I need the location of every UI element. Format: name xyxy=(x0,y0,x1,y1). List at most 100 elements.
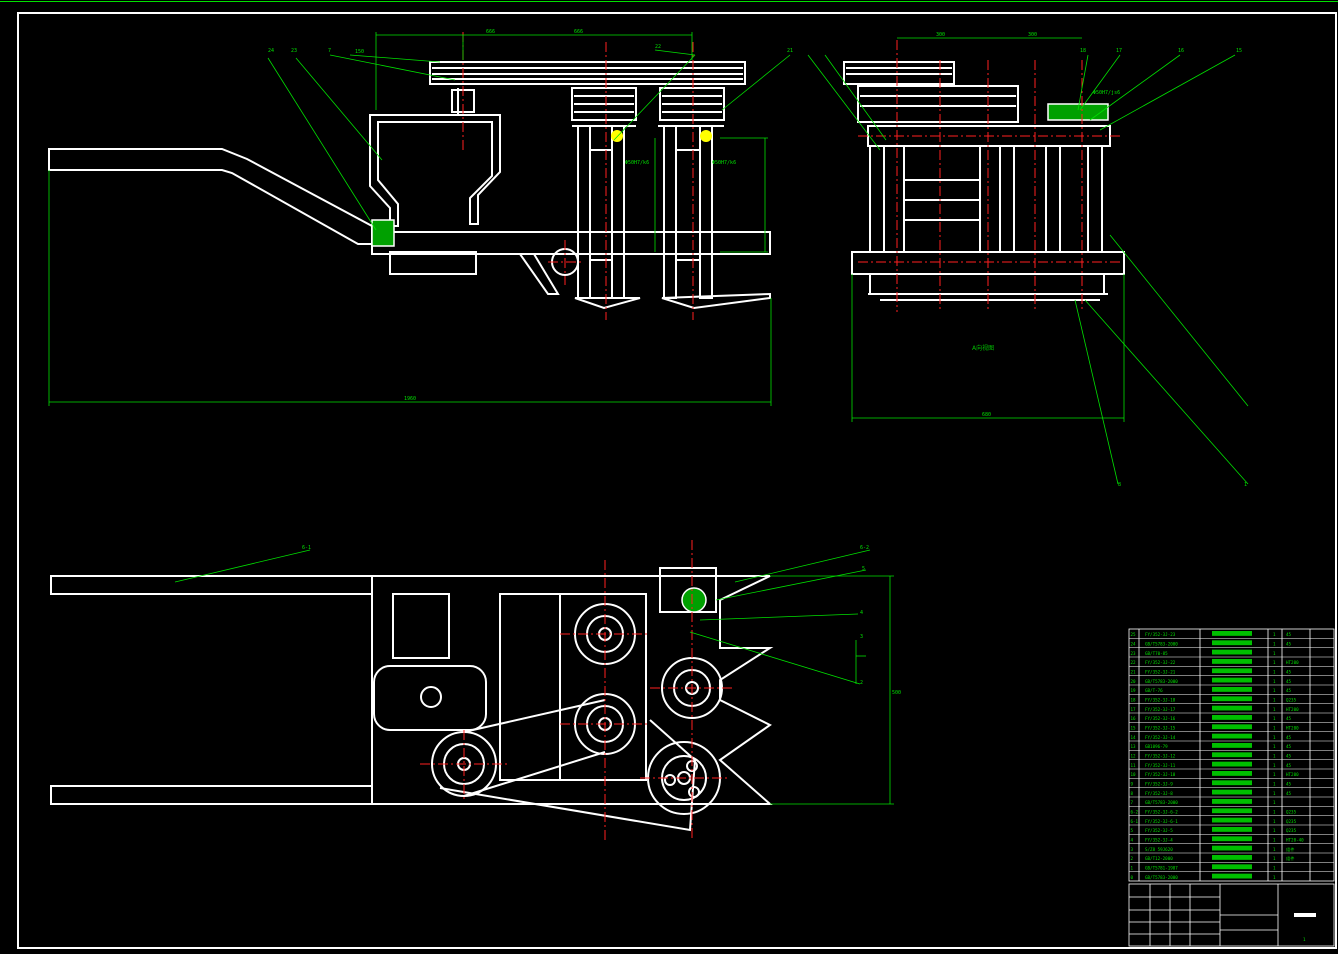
plan-handle-bottom xyxy=(50,785,373,805)
bom-cell-mat: 45 xyxy=(1286,641,1292,646)
drawing-border xyxy=(17,12,1337,949)
bom-cell-mat: HT200 xyxy=(1286,707,1299,712)
bom-cell-qty: 1 xyxy=(1273,669,1276,674)
front-bearing-1 xyxy=(611,130,623,142)
bom-name-mark xyxy=(1212,864,1252,870)
dim-plan-width: 500 xyxy=(892,690,901,696)
bom-cell-qty: 1 xyxy=(1273,744,1276,749)
bom-name-mark xyxy=(1212,659,1252,664)
callout-side-17: 17 xyxy=(1116,48,1122,54)
bom-cell-no: 0 xyxy=(1131,875,1134,880)
bom-name-mark xyxy=(1212,780,1252,786)
bom-cell-no: 7 xyxy=(1131,800,1134,805)
bom-cell-qty: 1 xyxy=(1273,641,1276,646)
bom-cell-mat: Q235 xyxy=(1286,697,1297,702)
front-flange-hatch xyxy=(371,219,395,247)
bom-cell-code: FY/352-3J-11 xyxy=(1145,763,1176,768)
bom-cell-code: GB/T70-85 xyxy=(1145,651,1168,656)
bom-name-mark xyxy=(1212,789,1252,795)
bom-cell-mat: HT200 xyxy=(1286,772,1299,777)
plan-view xyxy=(50,567,774,832)
front-post-1 xyxy=(577,125,591,299)
bom-cell-mat: 45 xyxy=(1286,716,1292,721)
front-hopper xyxy=(369,114,501,227)
dim-front-top-3: 150 xyxy=(355,49,364,55)
bom-name-mark xyxy=(1212,836,1252,842)
bom-cell-qty: 1 xyxy=(1273,800,1276,805)
bom-cell-qty: 1 xyxy=(1273,847,1276,852)
bom-cell-qty: 1 xyxy=(1273,781,1276,786)
bom-cell-qty: 1 xyxy=(1273,697,1276,702)
bom-cell-mat: 45 xyxy=(1286,791,1292,796)
bom-cell-mat: Q235 xyxy=(1286,828,1297,833)
front-blade-1 xyxy=(574,297,641,310)
callout-plan-6-1: 6-1 xyxy=(302,545,311,551)
bom-cell-code: GB/T5783-2000 xyxy=(1145,641,1178,646)
bom-cell-qty: 1 xyxy=(1273,651,1276,656)
bom-cell-mat: 组件 xyxy=(1286,846,1294,853)
bom-cell-qty: 1 xyxy=(1273,679,1276,684)
callout-plan-2: 2 xyxy=(860,680,863,686)
bom-cell-code: GB/T-76 xyxy=(1145,688,1163,693)
bom-name-mark xyxy=(1212,724,1252,730)
bom-cell-mat: HT200 xyxy=(1286,660,1299,665)
bom-name-mark xyxy=(1212,649,1252,655)
callout-side-8: 8 xyxy=(1118,482,1121,488)
bom-cell-qty: 1 xyxy=(1273,828,1276,833)
bom-name-mark xyxy=(1212,808,1252,814)
bom-cell-code: FY/352-3J-21 xyxy=(1145,669,1176,674)
side-top-belt xyxy=(843,61,955,85)
bom-cell-mat: 45 xyxy=(1286,688,1292,693)
front-pulley-stack-2 xyxy=(659,87,725,121)
bom-cell-code: FY/352-3J-23 xyxy=(1145,632,1176,637)
bom-cell-qty: 1 xyxy=(1273,875,1276,880)
bom-cell-code: FY/352-3J-18 xyxy=(1145,697,1176,702)
front-pulley-stack-1 xyxy=(571,87,637,121)
side-hatched-hub xyxy=(1047,103,1109,121)
bom-name-mark xyxy=(1212,715,1252,720)
callout-plan-6-2: 6-2 xyxy=(860,545,869,551)
bom-cell-no: 6-1 xyxy=(1131,819,1139,824)
bom-cell-no: 9 xyxy=(1131,781,1134,786)
bom-cell-no: 16 xyxy=(1131,716,1137,721)
callout-front-7: 7 xyxy=(328,48,331,54)
bom-cell-qty: 1 xyxy=(1273,632,1276,637)
bom-cell-code: GB/T12-2000 xyxy=(1145,856,1173,861)
bom-cell-code: FY/352-3J-6-2 xyxy=(1145,809,1178,814)
front-blade-2 xyxy=(661,292,771,310)
bom-name-mark xyxy=(1212,733,1252,739)
bom-name-mark xyxy=(1212,696,1252,702)
bom-cell-qty: 1 xyxy=(1273,707,1276,712)
bom-cell-code: FY/352-3J-16 xyxy=(1145,716,1176,721)
side-left-post xyxy=(869,145,885,253)
bom-cell-code: FY/352-3J-12 xyxy=(1145,753,1176,758)
bom-cell-code: GB/T5781-1987 xyxy=(1145,865,1178,870)
bom-name-mark xyxy=(1212,827,1252,832)
bom-cell-qty: 1 xyxy=(1273,725,1276,730)
bom-cell-no: 14 xyxy=(1131,735,1137,740)
side-pulley-box xyxy=(857,85,1019,123)
bom-name-mark xyxy=(1212,677,1252,683)
bom-name-mark xyxy=(1212,761,1252,767)
side-base-beam xyxy=(851,251,1125,275)
bom-cell-no: 20 xyxy=(1131,679,1137,684)
bom-cell-mat: 45 xyxy=(1286,781,1292,786)
bom-cell-no: 12 xyxy=(1131,753,1137,758)
dim-front-overall: 1960 xyxy=(404,396,416,402)
bom-cell-code: S/Z8 59J620 xyxy=(1145,847,1173,852)
sheet-number: 1 xyxy=(1303,937,1306,942)
bom-cell-no: 4 xyxy=(1131,837,1134,842)
bom-cell-code: GB1096-79 xyxy=(1145,744,1168,749)
dim-bearing-fit-2: Φ50H7/k6 xyxy=(712,160,736,166)
bom-cell-mat: 45 xyxy=(1286,763,1292,768)
bom-cell-qty: 1 xyxy=(1273,819,1276,824)
callout-plan-4: 4 xyxy=(860,610,863,616)
callout-front-24: 24 xyxy=(268,48,274,54)
callout-side-15: 15 xyxy=(1236,48,1242,54)
bom-cell-no: 23 xyxy=(1131,651,1137,656)
bom-cell-no: 15 xyxy=(1131,725,1137,730)
bom-cell-mat: Q235 xyxy=(1286,819,1297,824)
plan-hopper-box xyxy=(392,593,450,659)
plan-centerlines xyxy=(420,540,735,840)
